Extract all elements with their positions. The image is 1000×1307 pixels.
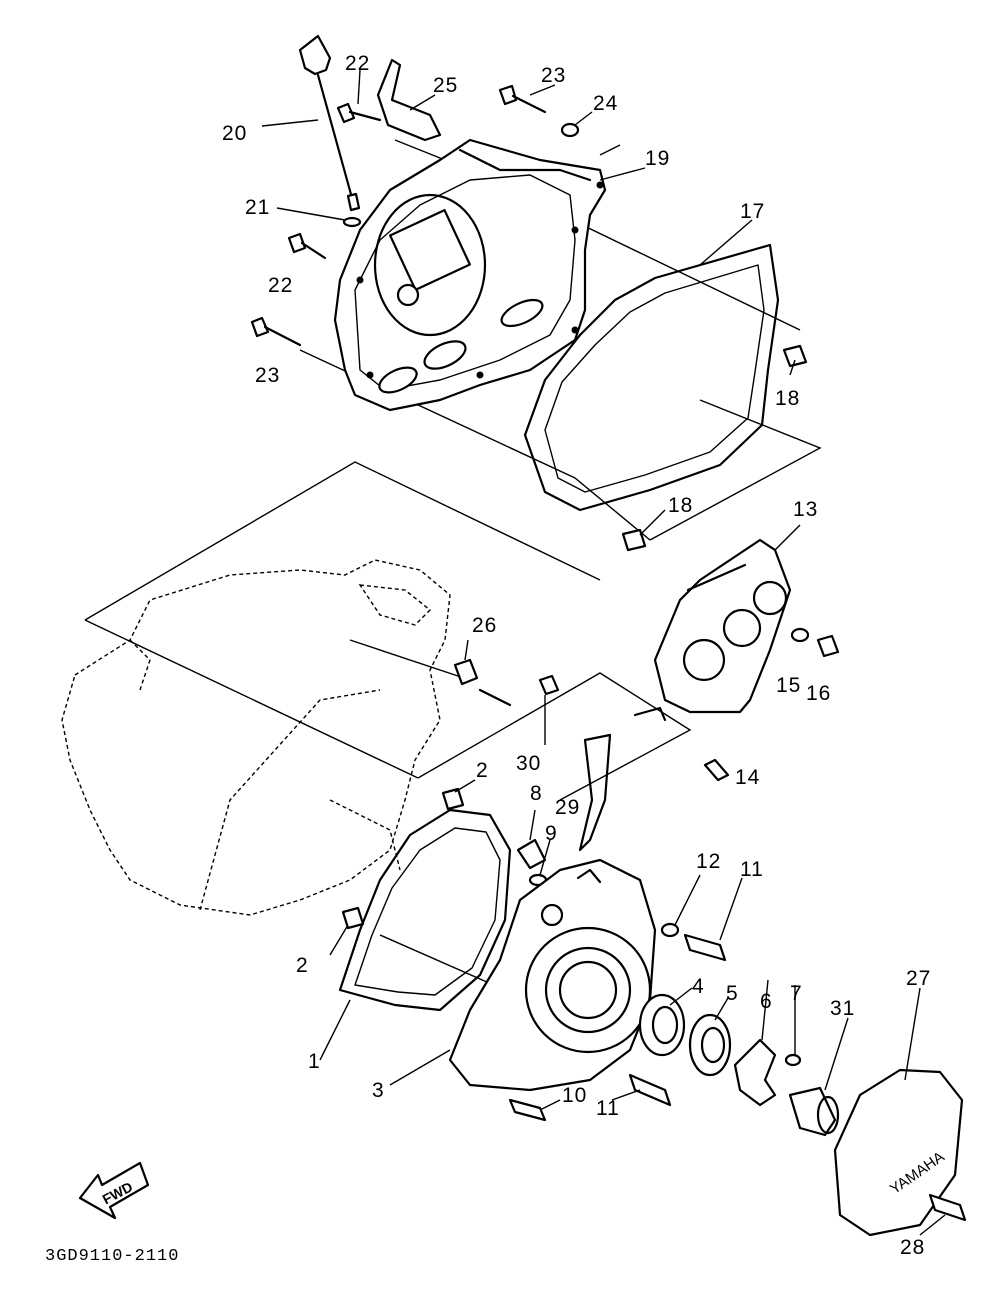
part-label-17: 17 xyxy=(740,200,765,223)
part-label-16: 16 xyxy=(806,682,831,705)
drawing-code: 3GD9110-2110 xyxy=(45,1247,179,1266)
bolt xyxy=(816,634,840,658)
part-label-6: 6 xyxy=(760,990,773,1013)
part-label-18-mid: 18 xyxy=(668,494,693,517)
bolts-upper xyxy=(250,84,547,347)
leader-lines xyxy=(261,69,946,1236)
part-label-24: 24 xyxy=(593,92,618,115)
part-label-11-bottom: 11 xyxy=(596,1097,620,1120)
part-label-23-top: 23 xyxy=(541,64,566,87)
part-label-27: 27 xyxy=(906,967,931,990)
oil-seal xyxy=(688,1013,732,1077)
part-label-2-top: 2 xyxy=(476,759,489,782)
screw xyxy=(784,1053,802,1067)
part-label-20: 20 xyxy=(222,122,247,145)
clutch-cover xyxy=(333,138,607,412)
gasket-lower xyxy=(338,808,512,1012)
part-label-7: 7 xyxy=(790,982,803,1005)
plug xyxy=(453,658,479,686)
part-label-25: 25 xyxy=(433,74,458,97)
bolt xyxy=(508,1098,547,1122)
part-label-19: 19 xyxy=(645,147,670,170)
retainer-plate xyxy=(733,1038,777,1107)
bolt xyxy=(703,758,730,782)
washer xyxy=(660,922,680,938)
crankcase-cover-3 xyxy=(448,858,657,1092)
bolt xyxy=(628,1073,672,1107)
dowel-pin xyxy=(782,344,808,368)
part-label-2-mid: 2 xyxy=(296,954,309,977)
oil-level-gauge xyxy=(298,34,361,212)
part-labels: 20 22 25 23 24 19 21 17 22 23 18 18 13 2… xyxy=(222,52,931,1259)
crankcase-cover-13 xyxy=(633,538,792,722)
bolt xyxy=(683,933,727,962)
dowel-pin xyxy=(341,906,365,930)
cover-cap: YAMAHA xyxy=(833,1068,964,1237)
part-label-31: 31 xyxy=(830,997,855,1020)
part-label-1: 1 xyxy=(308,1050,321,1073)
forward-direction-arrow: FWD xyxy=(78,1161,150,1220)
part-label-26: 26 xyxy=(472,614,497,637)
part-label-30: 30 xyxy=(516,752,541,775)
part-label-22-mid: 22 xyxy=(268,274,293,297)
part-label-9: 9 xyxy=(545,822,558,845)
part-label-5: 5 xyxy=(726,982,739,1005)
washer xyxy=(790,627,810,643)
part-label-13: 13 xyxy=(793,498,818,521)
gasket-upper xyxy=(523,243,780,512)
o-ring xyxy=(342,216,362,228)
washer xyxy=(560,122,580,138)
dowel-pin xyxy=(621,528,647,552)
dowel-pin xyxy=(441,787,465,811)
part-label-23-mid: 23 xyxy=(255,364,280,387)
part-label-28: 28 xyxy=(900,1236,925,1259)
part-label-3: 3 xyxy=(372,1079,385,1102)
cable-bracket xyxy=(376,58,442,142)
part-label-8: 8 xyxy=(530,782,543,805)
part-label-15: 15 xyxy=(776,674,801,697)
bearing xyxy=(638,993,686,1057)
part-label-22-top: 22 xyxy=(345,52,370,75)
part-label-10: 10 xyxy=(562,1084,587,1107)
cable-guide xyxy=(578,733,612,852)
part-label-12: 12 xyxy=(696,850,721,873)
part-label-4: 4 xyxy=(692,975,705,998)
bolt xyxy=(538,674,560,696)
part-label-11-top: 11 xyxy=(740,858,764,881)
bolt xyxy=(928,1193,967,1222)
oil-filler-plug xyxy=(516,838,547,870)
part-label-29: 29 xyxy=(555,796,580,819)
part-label-21: 21 xyxy=(245,196,270,219)
part-label-14: 14 xyxy=(735,766,760,789)
part-label-18-top: 18 xyxy=(775,387,800,410)
collar xyxy=(788,1086,840,1137)
